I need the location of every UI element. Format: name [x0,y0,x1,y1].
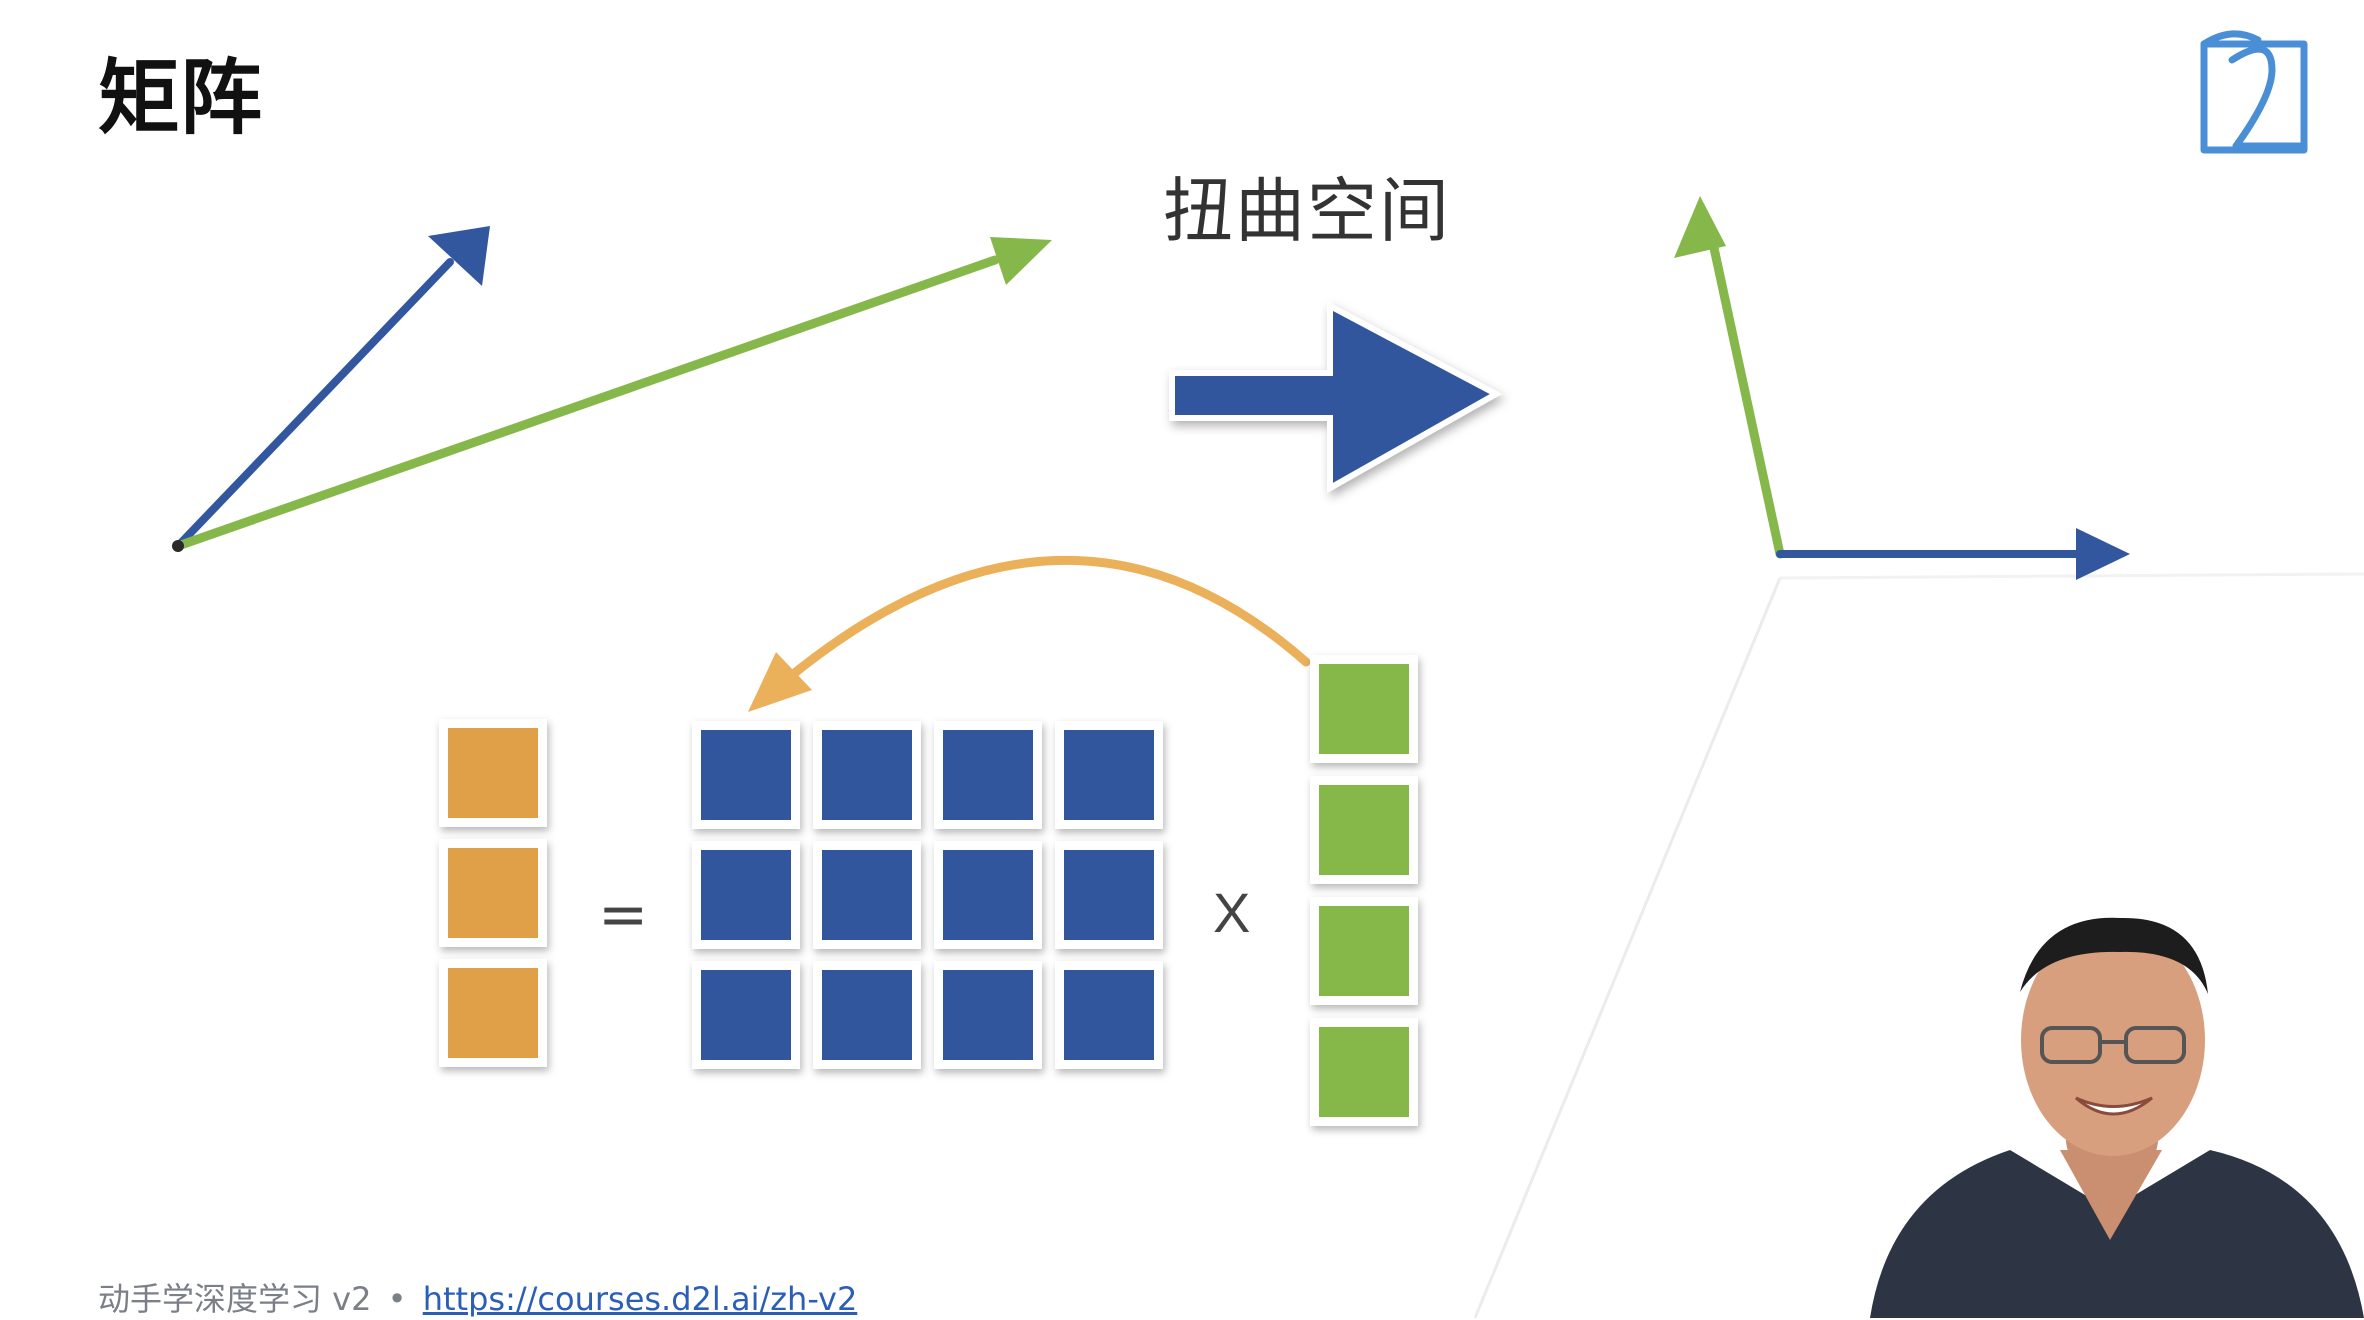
transformed-blue-vector [1776,528,2130,580]
output-cell [439,839,547,947]
input-cell [1310,776,1418,884]
input-cell [1310,655,1418,763]
original-blue-vector [174,226,490,550]
output-vector [439,719,547,1067]
matrix-cell [934,961,1042,1069]
input-cell [1310,897,1418,1005]
presenter-hair [2020,917,2208,994]
input-cell [1310,1018,1418,1126]
d2l-logo-icon [2200,30,2308,154]
matrix-cell [692,841,800,949]
footer-separator: • [387,1280,407,1318]
matrix-grid [692,721,1163,1069]
original-green-vector [173,237,1052,551]
matrix-cell [1055,721,1163,829]
matrix-cell [813,721,921,829]
output-cell [439,719,547,827]
footer: 动手学深度学习 v2 • https://courses.d2l.ai/zh-v… [98,1274,857,1320]
origin-point [172,540,184,552]
matrix-cell [1055,841,1163,949]
times-sign: X [1213,881,1251,944]
matrix-cell [692,721,800,829]
matrix-cell [1055,961,1163,1069]
transformed-green-vector [1674,196,1785,559]
background-line-2 [1779,572,2364,580]
matrix-cell [692,961,800,1069]
footer-course-name: 动手学深度学习 v2 [98,1280,372,1318]
output-cell [439,959,547,1067]
footer-course-link[interactable]: https://courses.d2l.ai/zh-v2 [422,1280,858,1318]
warp-space-label: 扭曲空间 [1163,170,1451,252]
input-vector [1310,655,1418,1126]
multiply-arc-arrow [748,555,1311,712]
presenter-glasses [2040,1026,2186,1064]
background-line [1473,577,1782,1318]
matrix-cell [813,841,921,949]
matrix-cell [934,721,1042,829]
presenter-video [1870,917,2364,1318]
equals-sign: = [598,880,649,950]
transform-arrow-icon [1169,301,1503,494]
slide-title: 矩阵 [98,51,263,146]
presenter-shirt [1870,1150,2364,1318]
matrix-cell [934,841,1042,949]
matrix-cell [813,961,921,1069]
